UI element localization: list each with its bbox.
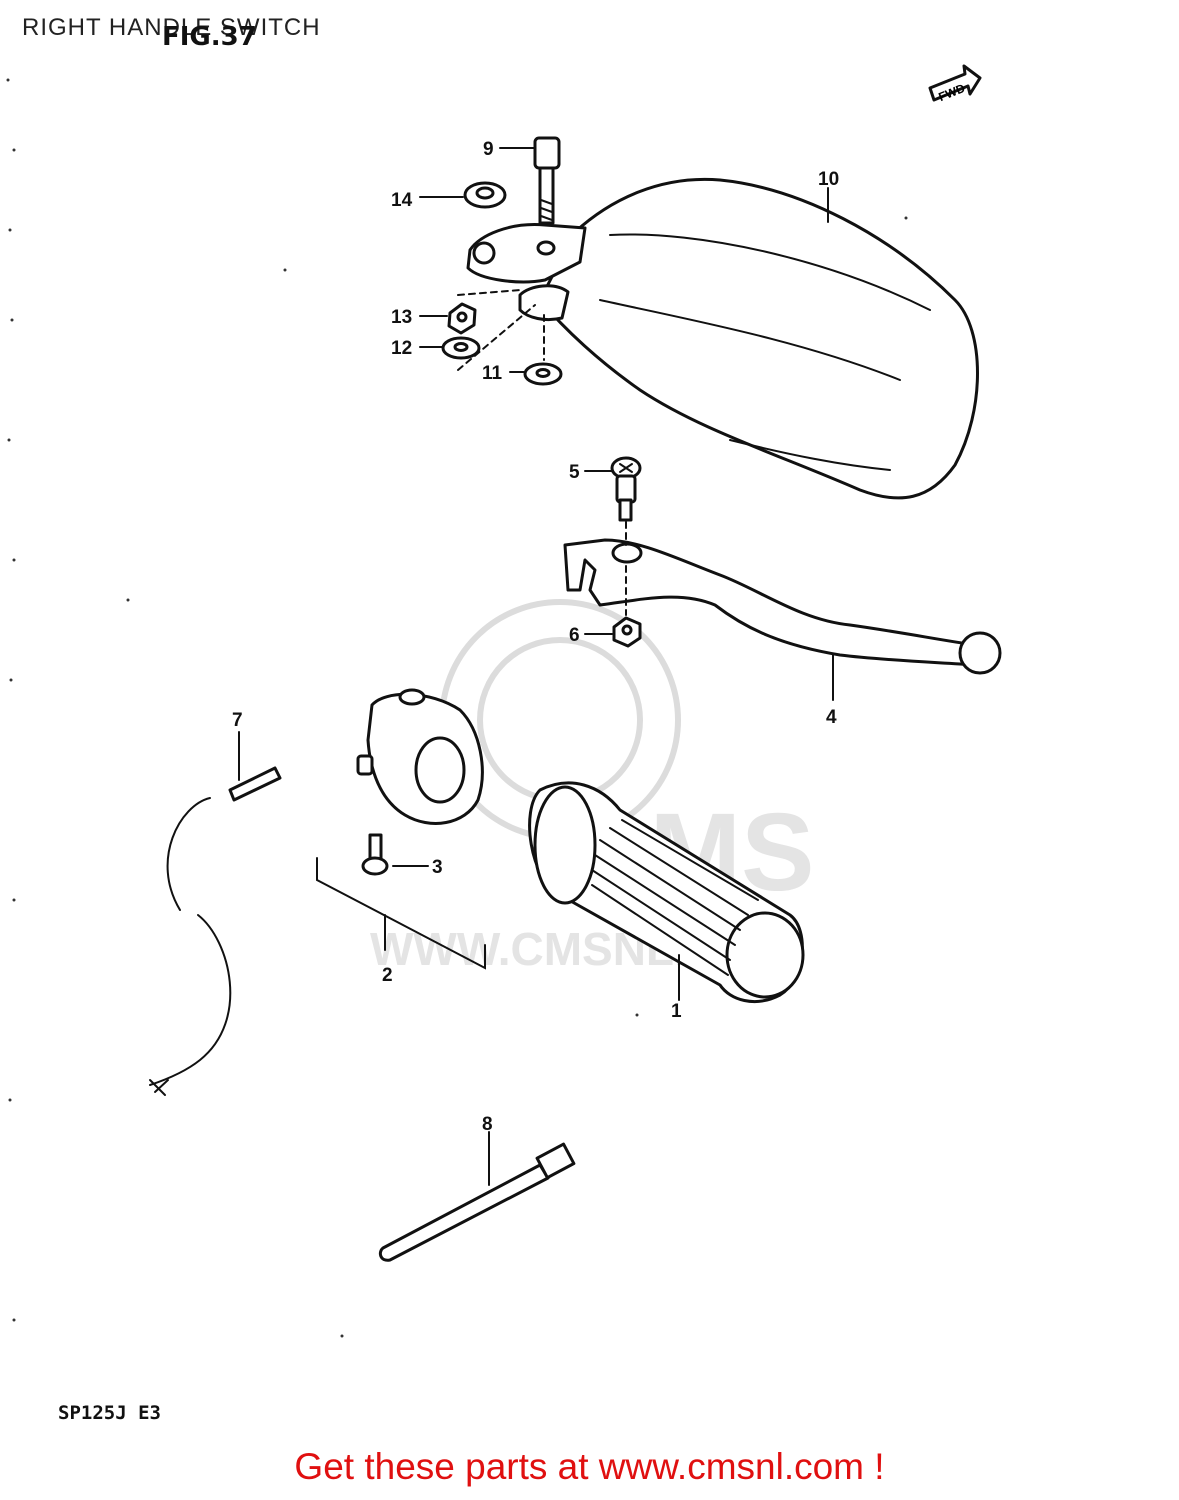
callout-12: 12 [391, 338, 412, 359]
cta-link[interactable]: Get these parts at www.cmsnl.com ! [0, 1446, 1179, 1488]
hand-guard-part [466, 177, 979, 500]
nut-13-part [447, 302, 477, 335]
callout-5: 5 [569, 462, 580, 483]
callout-10: 10 [818, 169, 839, 190]
washer-12-part [441, 336, 481, 360]
switch-housing-part [356, 688, 484, 825]
callout-4: 4 [826, 707, 837, 728]
callout-1: 1 [671, 1001, 682, 1022]
lever-4-part [563, 538, 1002, 675]
cta-text[interactable]: Get these parts at www.cmsnl.com ! [294, 1446, 885, 1487]
callout-3: 3 [432, 857, 443, 878]
callout-labels: 1 2 3 4 5 6 7 8 9 10 11 12 13 14 [232, 139, 839, 1135]
washer-14-part [463, 181, 507, 209]
bolt-9-part [533, 136, 561, 256]
screw-3-part [361, 833, 389, 876]
model-code: SP125J E3 [58, 1402, 161, 1424]
page-title: RIGHT HANDLE SWITCH [22, 14, 321, 41]
wire-7-part [149, 766, 282, 1096]
grip-1-part [528, 781, 805, 1004]
callout-9: 9 [483, 139, 494, 160]
figure-label: FIG.37 [162, 22, 257, 52]
fwd-arrow: FWD [928, 64, 982, 104]
callout-6: 6 [569, 625, 580, 646]
nut-6-part [612, 616, 642, 648]
callout-2: 2 [382, 965, 393, 986]
callout-14: 14 [391, 190, 413, 211]
callout-7: 7 [232, 710, 243, 731]
callout-11: 11 [482, 363, 503, 384]
washer-11-part [523, 362, 563, 386]
callout-8: 8 [482, 1114, 493, 1135]
screw-5-part [610, 456, 642, 522]
leader-lines [238, 147, 834, 1186]
cable-tie-8-part [378, 1142, 576, 1262]
scan-specks [6, 78, 908, 1338]
callout-13: 13 [391, 307, 412, 328]
